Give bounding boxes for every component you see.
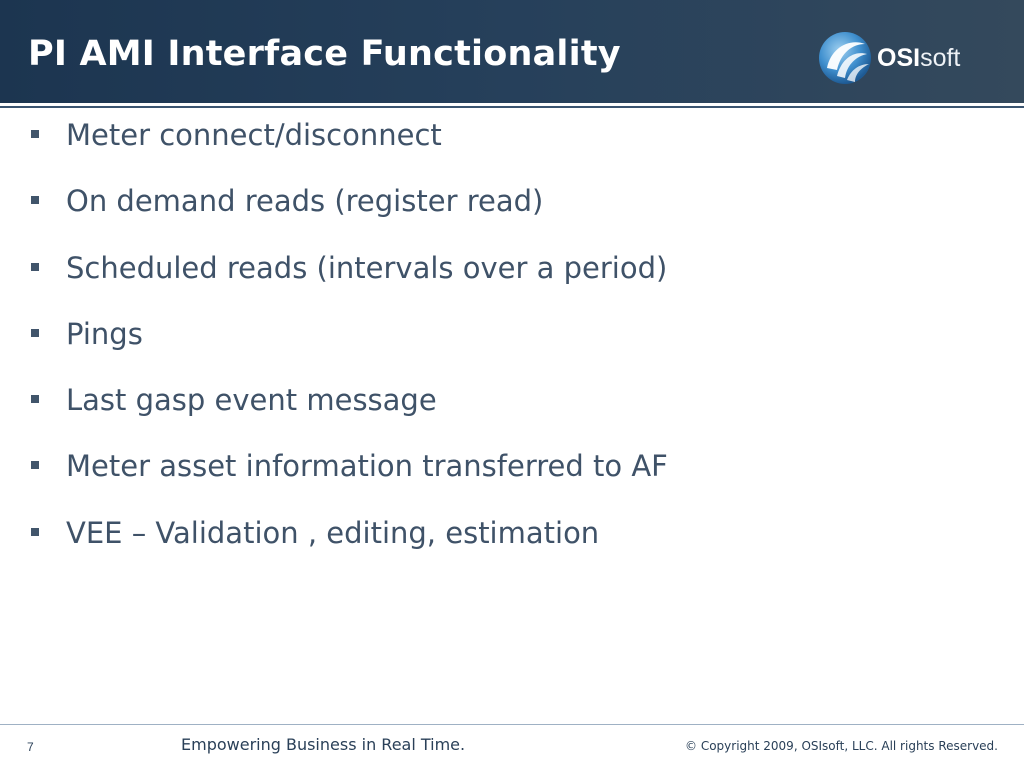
bullet-text: Last gasp event message [66, 383, 437, 418]
square-bullet-icon [31, 196, 39, 205]
footer-copyright: © Copyright 2009, OSIsoft, LLC. All righ… [685, 739, 998, 753]
title-bar: PI AMI Interface Functionality OSIsoft [0, 0, 1024, 103]
bullet-text: Scheduled reads (intervals over a period… [66, 250, 668, 285]
square-bullet-icon [31, 328, 39, 337]
square-bullet-icon [31, 130, 39, 138]
bullet-text: On demand reads (register read) [66, 184, 544, 219]
footer-tagline: Empowering Business in Real Time. [181, 735, 466, 754]
logo-wordmark: OSIsoft [877, 43, 961, 72]
osisoft-swirl-icon [819, 32, 871, 84]
bullet-text: Pings [66, 316, 143, 351]
square-bullet-icon [31, 527, 39, 536]
bullet-text: VEE – Validation , editing, estimation [66, 515, 600, 550]
slide-title: PI AMI Interface Functionality [28, 34, 621, 74]
logo-wordmark-bold: OSI [877, 43, 921, 72]
page-number: 7 [27, 740, 34, 754]
bullet-text: Meter connect/disconnect [66, 118, 442, 152]
title-divider [0, 106, 1024, 108]
square-bullet-icon [31, 395, 39, 404]
osisoft-logo: OSIsoft [817, 28, 960, 88]
square-bullet-icon [31, 461, 39, 470]
square-bullet-icon [31, 262, 39, 271]
bullet-text: Meter asset information transferred to A… [66, 449, 668, 484]
footer-divider [0, 724, 1024, 725]
logo-wordmark-regular: soft [920, 43, 961, 72]
